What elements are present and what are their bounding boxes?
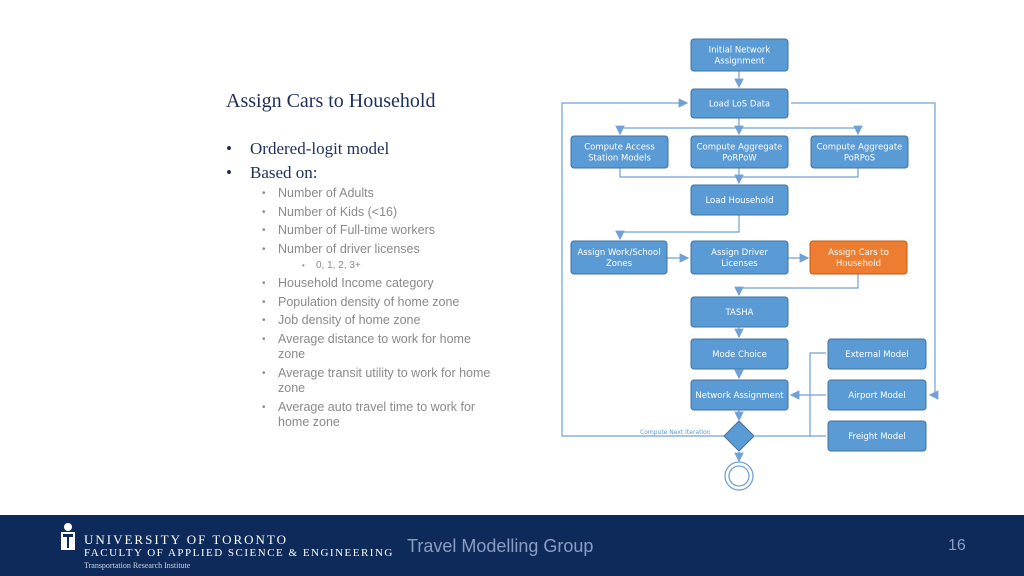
flow-node-label: Zones [606,259,633,269]
university-name: UNIVERSITY OF TORONTO [84,532,289,547]
flow-node-freight: Freight Model [827,420,927,452]
edge-external-merge [809,352,826,395]
flow-node-label: Compute Aggregate [697,143,783,153]
edge-los-porpos [739,125,863,136]
flow-node-box [690,379,789,411]
next-iteration-label: Compute Next Iteration [640,429,711,436]
flow-node-label: External Model [845,350,909,360]
slide-title: Assign Cars to Household [226,90,436,112]
flow-node-label: Airport Model [848,391,905,401]
sub-bullet: Number of Full-time workers [226,223,516,239]
flow-node-box [690,88,789,119]
flow-node-box [827,379,927,411]
institute-name: Transportation Research Institute [84,561,191,570]
sub-bullet: Average transit utility to work for home… [226,366,498,397]
flow-node-label: TASHA [725,308,754,318]
bullet-ordered-logit: Ordered-logit model [226,138,516,160]
flow-node-label: Assignment [714,57,765,67]
flow-node-label: Compute Aggregate [817,143,903,153]
flow-node-box [810,135,909,169]
flow-node-label: Compute Access [584,143,655,153]
flow-node-label: Assign Driver [711,248,768,258]
university-crest-icon [61,523,75,550]
sub-bullet: Population density of home zone [226,295,516,311]
bullet-based-on: Based on: [226,162,516,184]
sub-sub-bullet: 0, 1, 2, 3+ [226,259,516,273]
flow-node-box [827,338,927,370]
flow-node-label: Licenses [721,259,758,269]
flow-node-label: PoRPoS [844,154,875,164]
flow-node-airport: Airport Model [827,379,927,411]
page-number: 16 [948,537,966,554]
university-wordmark: UNIVERSITY OF TORONTO FACULTY OF APPLIED… [84,533,394,571]
flow-node-box [827,420,927,452]
flow-node-label: Network Assignment [695,391,784,401]
flow-node-los: Load LoS Data [690,88,789,119]
flow-node-label: Freight Model [848,432,906,442]
flow-node-label: Initial Network [709,46,771,56]
flow-node-label: Assign Work/School [577,248,660,258]
sub-bullet: Number of Kids (<16) [226,205,516,221]
flow-node-box [690,135,789,169]
flow-node-label: Station Models [588,154,651,164]
flow-node-tasha: TASHA [690,296,789,328]
flow-node-netassign: Network Assignment [690,379,789,411]
sub-bullet: Job density of home zone [226,313,516,329]
flow-node-box [690,184,789,216]
flow-node-external: External Model [827,338,927,370]
end-node-inner [728,465,750,487]
flow-node-mode: Mode Choice [690,338,789,370]
sub-bullet: Average distance to work for home zone [226,332,478,363]
decision-diamond [723,420,755,452]
flow-node-hh: Load Household [690,184,789,216]
flow-node-label: Assign Cars to [828,248,889,258]
edge-freight-merge [809,395,826,437]
flow-node-box [570,135,669,169]
flow-edges [561,71,939,463]
sub-bullet: Number of Adults [226,186,516,202]
flowchart: Compute Next Iteration Initial NetworkAs… [561,38,939,491]
flow-node-box [690,296,789,328]
edge-cars-tasha [734,274,859,297]
group-name: Travel Modelling Group [407,536,594,556]
flow-node-box [690,38,789,72]
faculty-name: FACULTY OF APPLIED SCIENCE & ENGINEERING [84,547,394,559]
flow-node-box [570,240,668,275]
flow-node-box [690,240,789,275]
sub-bullet: Number of driver licenses [226,242,516,258]
edge-los-access [615,118,740,136]
edge-los-airport-loop [791,102,939,400]
footer-bar: UNIVERSITY OF TORONTO FACULTY OF APPLIED… [0,515,1024,576]
flow-node-box [809,240,908,275]
flow-node-label: Load LoS Data [709,100,770,110]
flow-node-label: PoRPoW [722,154,757,164]
flow-node-label: Mode Choice [712,350,767,360]
bullet-list: Ordered-logit model Based on: Number of … [226,138,516,434]
end-node-outer [724,461,754,491]
edge-hh-workschool [615,215,740,241]
edge-next-iteration-loop [561,98,724,437]
flow-node-box [690,338,789,370]
flow-node-label: Household [836,259,881,269]
sub-bullet: Household Income category [226,276,516,292]
sub-bullet: Average auto travel time to work for hom… [226,400,488,431]
flow-node-label: Load Household [705,196,773,206]
